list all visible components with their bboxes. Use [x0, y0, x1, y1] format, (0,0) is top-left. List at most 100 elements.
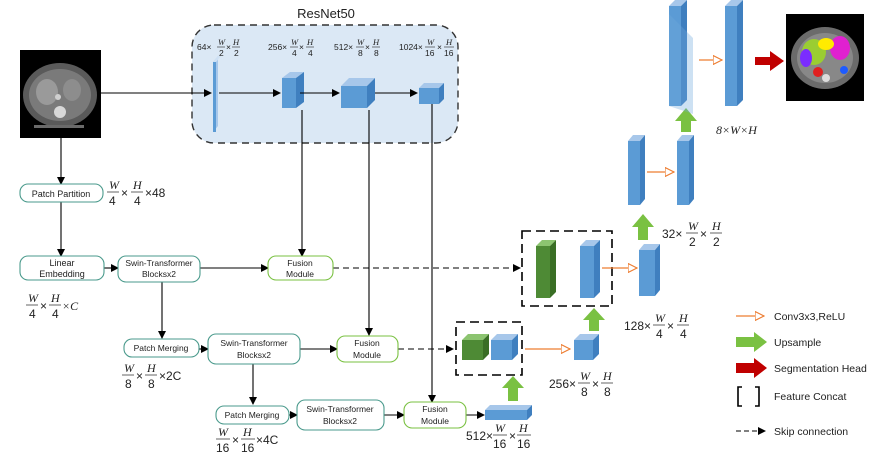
svg-text:4: 4 [680, 327, 687, 341]
swin-transformer-box-3 [296, 399, 385, 431]
feature-concat-box-1 [455, 321, 523, 376]
svg-text:W: W [218, 37, 226, 47]
connections [57, 89, 485, 419]
patch-merging-2-dim: W 16 × H 16 ×4C [216, 425, 279, 455]
svg-text:H: H [50, 291, 61, 305]
patch-merging-1-dim: W 8 × H 8 ×2C [122, 361, 182, 391]
decoder-cube-8-a-front [669, 14, 693, 114]
svg-text:×: × [232, 433, 239, 447]
fusion-module-box-1 [267, 255, 334, 281]
resnet-dim-1: 64× W 2 × H 2 [197, 37, 240, 58]
svg-text:×: × [592, 377, 599, 391]
linear-embedding-box [19, 255, 105, 281]
segmentation-head-arrow [755, 51, 784, 71]
ct-scan-image [20, 50, 101, 138]
resnet-cube-2 [282, 72, 304, 108]
svg-text:W: W [109, 178, 120, 192]
dim-128: 128× W 4 × H 4 [624, 311, 689, 341]
svg-text:32×: 32× [662, 227, 682, 241]
svg-text:H: H [445, 37, 453, 47]
svg-text:64×: 64× [197, 42, 211, 52]
svg-text:W: W [427, 37, 435, 47]
svg-text:4: 4 [134, 194, 141, 208]
svg-text:256×: 256× [549, 377, 576, 391]
svg-text:H: H [602, 369, 613, 383]
decoder-cube-512 [485, 405, 532, 420]
svg-text:128×: 128× [624, 319, 651, 333]
svg-text:8: 8 [604, 385, 611, 399]
swin-2-label-2: Blocksx2 [237, 350, 271, 360]
upsample-arrow-2 [583, 308, 605, 331]
patch-partition-dim: W 4 × H 4 ×48 [107, 178, 166, 208]
svg-text:16: 16 [216, 441, 230, 455]
legend-conv-label: Conv3x3,ReLU [774, 311, 845, 323]
svg-text:H: H [232, 37, 240, 47]
patch-partition-label: Patch Partition [32, 189, 91, 199]
svg-text:W: W [495, 421, 506, 435]
concat-1-blue-cube [491, 334, 518, 360]
svg-text:1024×: 1024× [399, 42, 423, 52]
svg-text:W: W [28, 291, 39, 305]
svg-text:W: W [291, 37, 299, 47]
fusion-module-box-2 [336, 335, 399, 363]
svg-text:×48: ×48 [145, 186, 166, 200]
fusion-3-label-2: Module [421, 416, 449, 426]
svg-text:W: W [218, 425, 229, 439]
patch-merging-1-label: Patch Merging [134, 343, 189, 353]
svg-text:2: 2 [219, 48, 224, 58]
svg-text:4: 4 [292, 48, 297, 58]
svg-text:W: W [124, 361, 135, 375]
svg-text:W: W [655, 311, 666, 325]
legend: Conv3x3,ReLU Upsample Segmentation Head … [736, 311, 867, 438]
svg-text:×4C: ×4C [256, 433, 279, 447]
svg-text:×: × [226, 42, 231, 52]
legend-upsample-label: Upsample [774, 337, 821, 349]
fusion-module-box-3 [403, 401, 467, 429]
legend-seghead-icon [736, 358, 767, 378]
svg-text:×: × [509, 429, 516, 443]
resnet-title: ResNet50 [297, 6, 355, 21]
resnet-cube-3 [341, 78, 375, 108]
svg-text:4: 4 [656, 327, 663, 341]
svg-text:H: H [146, 361, 157, 375]
svg-text:×: × [667, 319, 674, 333]
svg-text:16: 16 [241, 441, 255, 455]
svg-text:H: H [132, 178, 143, 192]
legend-seghead-label: Segmentation Head [774, 363, 867, 375]
swin-2-label-1: Swin-Transformer [220, 338, 287, 348]
resnet-dim-4: 1024× W 16 × H 16 [399, 37, 454, 58]
svg-text:4: 4 [52, 307, 59, 321]
svg-text:16: 16 [425, 48, 435, 58]
legend-concat-icon [737, 386, 760, 407]
svg-text:8×W×H: 8×W×H [716, 123, 758, 137]
svg-text:×: × [700, 227, 707, 241]
patch-merging-box-1 [123, 338, 200, 358]
swin-1-label-1: Swin-Transformer [125, 258, 192, 268]
legend-skip-label: Skip connection [774, 426, 848, 438]
svg-text:×: × [365, 42, 370, 52]
svg-text:×: × [40, 299, 47, 313]
linear-embedding-dim: W 4 × H 4 ×C [26, 291, 79, 321]
svg-text:2: 2 [689, 235, 696, 249]
legend-concat-label: Feature Concat [774, 391, 846, 403]
fusion-1-label-1: Fusion [287, 258, 313, 268]
svg-text:512×: 512× [334, 42, 353, 52]
decoder-cube-8-a [669, 0, 687, 106]
swin-transformer-box-2 [207, 333, 301, 365]
concat-2-blue-cube [580, 240, 600, 298]
decoder-cube-32-a [628, 135, 645, 205]
swin-3-label-2: Blocksx2 [323, 416, 357, 426]
patch-merging-2-label: Patch Merging [225, 410, 280, 420]
segmentation-output-image [786, 14, 864, 101]
decoder-cube-8-b [725, 0, 743, 106]
svg-text:×2C: ×2C [159, 369, 182, 383]
swin-transformer-box-1 [117, 255, 201, 283]
svg-text:16: 16 [444, 48, 454, 58]
decoder-cube-128 [639, 244, 660, 296]
upsample-arrow-4 [675, 108, 697, 132]
svg-text:H: H [678, 311, 689, 325]
svg-text:×: × [299, 42, 304, 52]
skip-connections [333, 264, 521, 353]
swin-3-label-1: Swin-Transformer [306, 404, 373, 414]
